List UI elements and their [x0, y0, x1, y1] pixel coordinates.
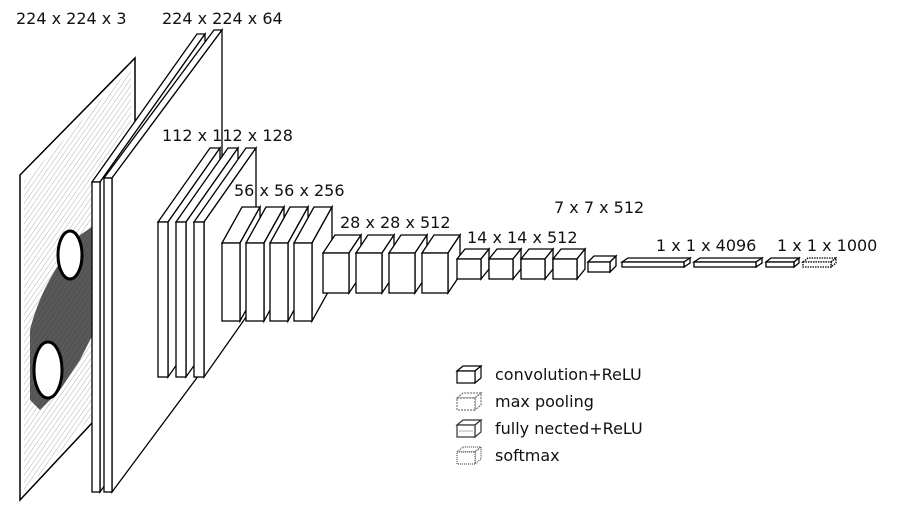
pool5-dimension-label: 7 x 7 x 512 [554, 198, 645, 217]
conv4-layer-4 [420, 232, 462, 296]
conv4-layer-1 [321, 232, 363, 296]
conv4-layer-2 [354, 232, 396, 296]
conv5-layer-3 [519, 247, 555, 281]
fc-dimension-label: 1 x 1 x 4096 [656, 236, 757, 255]
conv1-dimension-label: 224 x 224 x 64 [162, 9, 283, 28]
conv5-dimension-label: 14 x 14 x 512 [467, 228, 578, 247]
legend-item-fully-connected: fully nected+ReLU [455, 417, 643, 439]
legend-label-convolution: convolution+ReLU [495, 364, 642, 384]
conv4-dimension-label: 28 x 28 x 512 [340, 213, 451, 232]
legend-label-softmax: softmax [495, 445, 560, 465]
softmax-icon [455, 445, 483, 466]
legend-label-max-pooling: max pooling [495, 391, 594, 411]
legend-item-max-pooling: max pooling [455, 390, 594, 412]
fc1-layer [619, 256, 693, 269]
fc2-layer [691, 256, 765, 269]
conv5-layer-1 [455, 247, 491, 281]
pool5-layer [586, 254, 618, 274]
legend-label-fully-connected: fully nected+ReLU [495, 418, 643, 438]
fully-connected-relu-icon [455, 418, 483, 439]
conv4-layer-3 [387, 232, 429, 296]
conv2-dimension-label: 112 x 112 x 128 [162, 126, 293, 145]
max-pooling-icon [455, 391, 483, 412]
legend-item-convolution: convolution+ReLU [455, 363, 642, 385]
conv5-layer-4 [551, 247, 587, 281]
convolution-relu-icon [455, 364, 483, 385]
legend-item-softmax: softmax [455, 444, 560, 466]
conv5-layer-2 [487, 247, 523, 281]
input-dimension-label: 224 x 224 x 3 [16, 9, 127, 28]
softmax-dimension-label: 1 x 1 x 1000 [777, 236, 878, 255]
conv3-dimension-label: 56 x 56 x 256 [234, 181, 345, 200]
fc3-layer [764, 256, 801, 269]
softmax-layer [801, 256, 838, 269]
